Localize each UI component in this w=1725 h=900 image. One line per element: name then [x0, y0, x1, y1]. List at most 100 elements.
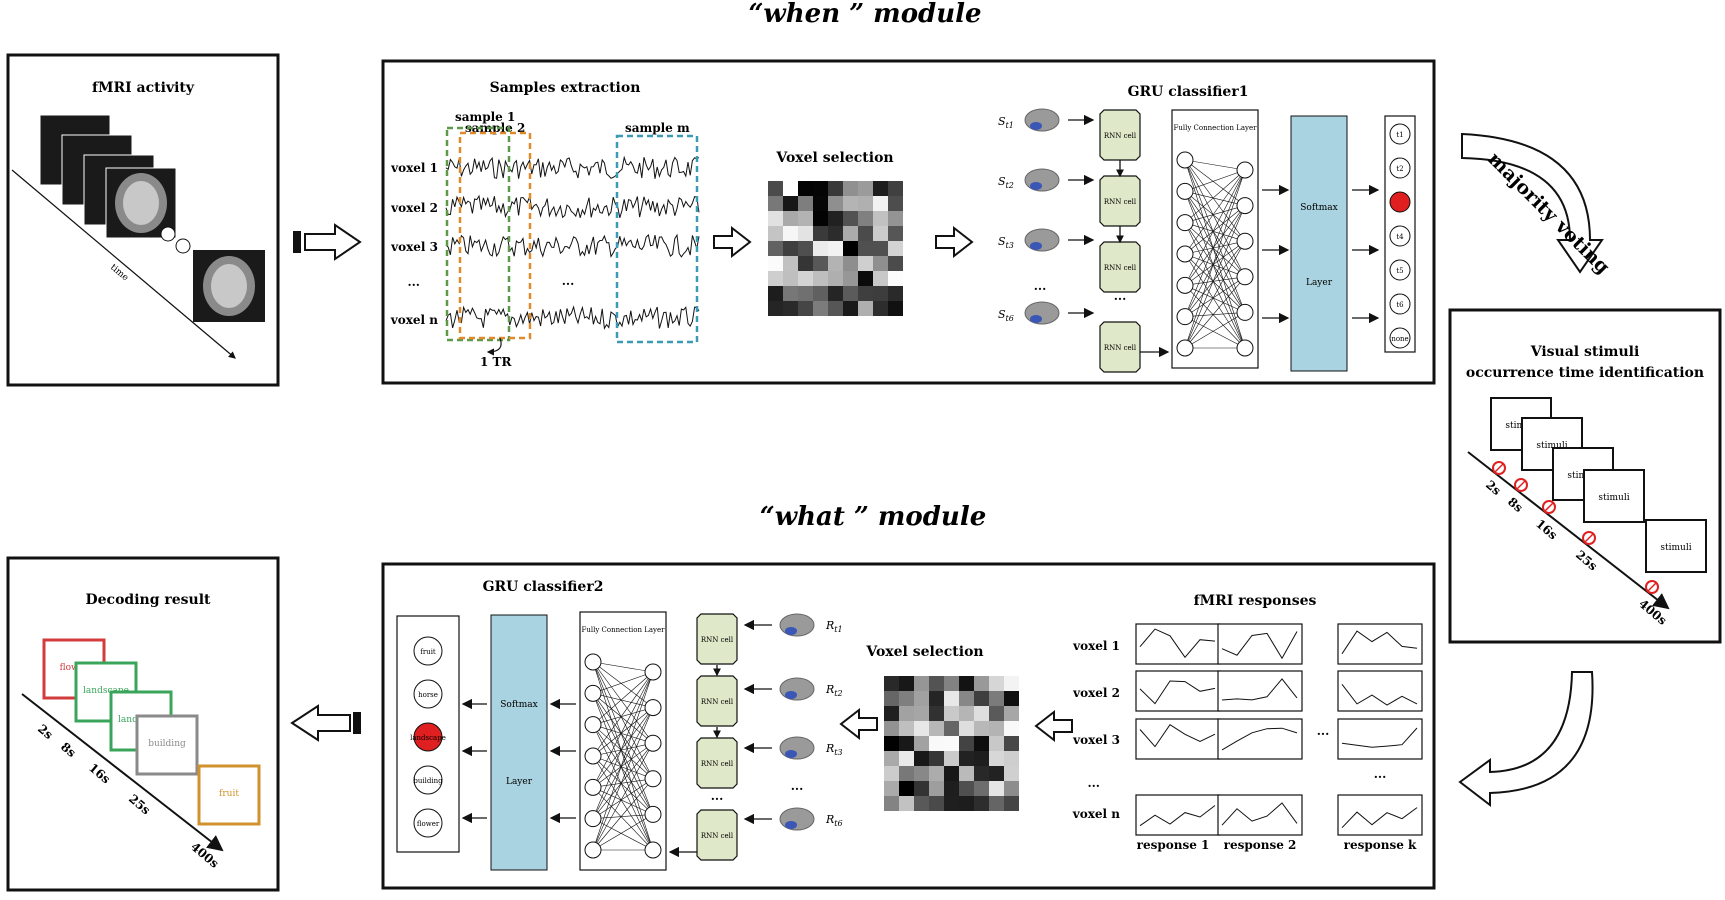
heatmap-cell: [888, 301, 903, 316]
heatmap-cell: [843, 226, 858, 241]
arrow-selection-to-gru2: [839, 707, 878, 741]
heatmap-cell: [959, 751, 974, 766]
fc-connection: [1184, 205, 1246, 255]
heatmap-cell: [989, 796, 1004, 811]
fc-connection: [1184, 159, 1246, 171]
heatmap-cell: [974, 706, 989, 721]
fc-connection: [592, 724, 654, 780]
samples-ellipsis: ...: [562, 274, 575, 288]
heatmap-cell: [828, 271, 843, 286]
heatmap-cell: [944, 766, 959, 781]
resp-voxel-label-3: voxel 3: [1072, 733, 1120, 747]
decoding-result-panel: Decoding result flowerlandscapelandscape…: [6, 556, 280, 892]
fc-connection: [592, 693, 654, 815]
gru1-output-node-active: [1389, 191, 1411, 213]
heatmap-cell: [1004, 706, 1019, 721]
heatmap-cell: [974, 751, 989, 766]
heatmap-cell: [1004, 781, 1019, 796]
heatmap-cell: [1004, 676, 1019, 691]
fc-node: [1176, 308, 1194, 326]
stimulus-frame-label: stimuli: [1598, 493, 1629, 503]
heatmap-cell: [813, 211, 828, 226]
heatmap-cell: [929, 766, 944, 781]
heatmap-cell: [843, 211, 858, 226]
fc-connection: [592, 707, 654, 819]
rnn-cell-label: RNN cell: [1104, 344, 1137, 352]
response-label-1: response 1: [1137, 838, 1210, 852]
heatmap-cell: [828, 256, 843, 271]
heatmap-cell: [843, 256, 858, 271]
sample-m-window: [615, 134, 699, 344]
rnn-cell: [1099, 109, 1141, 161]
fc-connection: [592, 778, 654, 819]
gru2-cell-ellipsis: ...: [711, 789, 724, 803]
fc-connection: [1184, 205, 1246, 317]
heatmap-cell: [873, 286, 888, 301]
fc-connection: [592, 671, 654, 851]
heatmap-cell: [843, 181, 858, 196]
resp-voxel-label-n: voxel n: [1072, 807, 1121, 821]
heatmap-cell: [813, 301, 828, 316]
brain-icon: [1024, 228, 1060, 252]
brain-region-mark: [1030, 315, 1042, 323]
fc-node: [584, 747, 602, 765]
heatmap-cell: [914, 781, 929, 796]
voxel-selection-when: Voxel selection: [768, 150, 903, 316]
fc-node: [584, 716, 602, 734]
sample-m-label: sample m: [625, 121, 690, 135]
voxel-label-3: voxel 3: [390, 240, 438, 254]
fc-connection: [592, 724, 654, 851]
brain-region-mark: [1030, 242, 1042, 250]
fc-connection: [592, 814, 654, 819]
fc-connection: [1184, 253, 1246, 313]
heatmap-cell: [783, 211, 798, 226]
gru2-output-label: flower: [417, 820, 440, 828]
heatmap-cell: [914, 706, 929, 721]
heatmap-cell: [798, 196, 813, 211]
heatmap-cell: [858, 271, 873, 286]
fc-connection: [592, 661, 654, 673]
fc-connection: [1184, 276, 1246, 317]
gru2-output-node: [413, 636, 443, 666]
response-curve: [1221, 631, 1298, 660]
heatmap-cell: [914, 721, 929, 736]
heatmap-cell: [813, 226, 828, 241]
fc-connection: [592, 755, 654, 780]
heatmap-cell: [959, 766, 974, 781]
gru2-output-label: horse: [418, 691, 438, 699]
heatmap-cell: [888, 241, 903, 256]
heatmap-cell: [989, 736, 1004, 751]
response-plot: [1337, 670, 1423, 712]
gru2-softmax-label: Softmax: [500, 700, 538, 710]
heatmap-cell: [798, 286, 813, 301]
visual-stimuli-title-1: Visual stimuli: [1530, 344, 1640, 360]
decoded-frame-label: fruit: [219, 789, 239, 799]
fc-connection: [1184, 241, 1246, 317]
response-plot: [1135, 670, 1221, 712]
gru2-output-node: [413, 808, 443, 838]
response-plots: [1135, 623, 1423, 836]
fc-connection: [592, 671, 654, 725]
heatmap-cell: [1004, 751, 1019, 766]
heatmap-cell: [884, 766, 899, 781]
gru1-output-node: [1389, 293, 1411, 315]
fc-node: [644, 699, 662, 717]
fc-node: [1236, 303, 1254, 321]
heatmap-cell: [783, 196, 798, 211]
heatmap-cell: [828, 226, 843, 241]
fc-connection: [592, 818, 654, 851]
gru2-output-node: [413, 765, 443, 795]
voxel-label-2: voxel 2: [390, 201, 438, 215]
heatmap-cell: [899, 751, 914, 766]
fc-connection: [1184, 222, 1246, 278]
heatmap-cell: [1004, 721, 1019, 736]
heatmap-cell: [884, 691, 899, 706]
heatmap-cell: [858, 181, 873, 196]
gru2-output-label: fruit: [420, 648, 436, 656]
response-curve: [1221, 802, 1298, 826]
heatmap-cell: [843, 271, 858, 286]
heatmap-cell: [1004, 691, 1019, 706]
heatmap-cell: [798, 226, 813, 241]
heatmap-cell: [873, 256, 888, 271]
